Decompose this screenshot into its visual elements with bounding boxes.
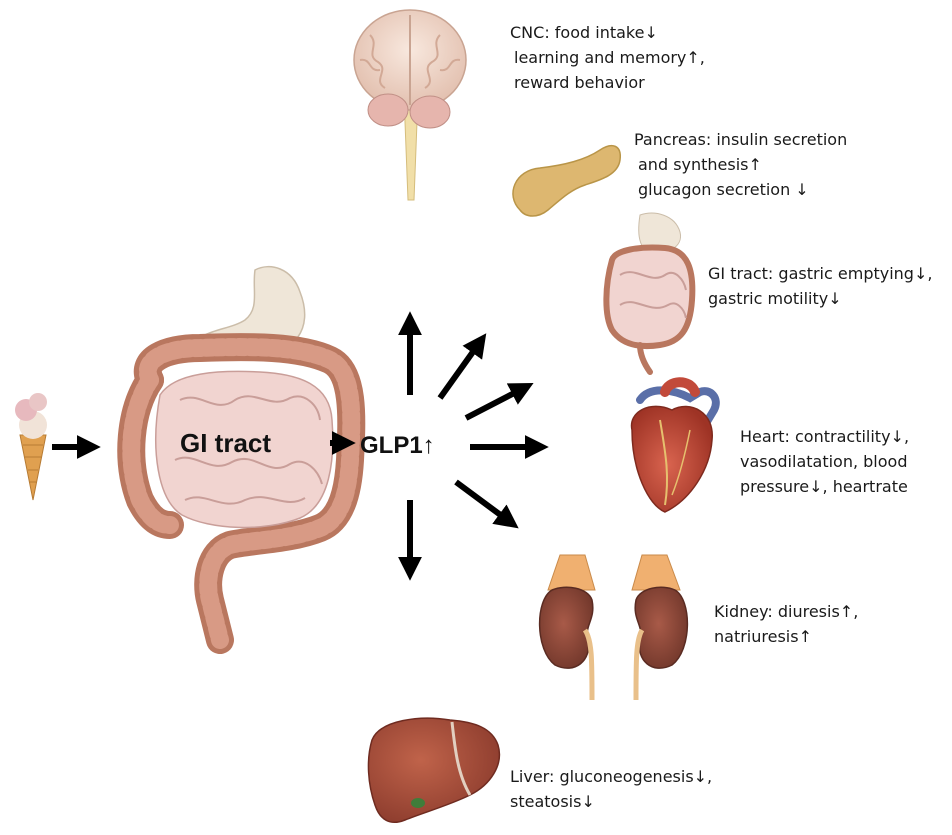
label-pancreas-line-1: Pancreas: insulin secretion xyxy=(634,130,847,149)
label-gi: GI tract: gastric emptying↓, gastric mot… xyxy=(708,264,932,308)
ice-cream-icon xyxy=(15,393,47,500)
label-cnc-line-2: learning and memory↑, xyxy=(514,48,705,67)
arrow-to-pancreas xyxy=(440,342,480,398)
arrow-to-gi xyxy=(466,388,524,418)
label-heart-line-2: vasodilatation, blood xyxy=(740,452,907,471)
pancreas-illustration xyxy=(513,146,620,216)
label-gi-line-2: gastric motility↓ xyxy=(708,289,842,308)
label-heart: Heart: contractility↓, vasodilatation, b… xyxy=(740,427,909,496)
label-heart-line-3: pressure↓, heartrate xyxy=(740,477,908,496)
label-pancreas: Pancreas: insulin secretion and synthesi… xyxy=(634,130,847,199)
arrow-to-kidney xyxy=(456,482,510,522)
small-gi-tract-illustration xyxy=(606,213,692,372)
label-pancreas-line-2: and synthesis↑ xyxy=(638,155,762,174)
label-cnc-line-1: CNC: food intake↓ xyxy=(510,23,658,42)
label-liver-line-1: Liver: gluconeogenesis↓, xyxy=(510,767,712,786)
glp1-label: GLP1↑ xyxy=(360,432,435,459)
label-pancreas-line-3: glucagon secretion ↓ xyxy=(638,180,809,199)
label-heart-line-1: Heart: contractility↓, xyxy=(740,427,909,446)
kidneys-illustration xyxy=(540,555,688,700)
label-liver: Liver: gluconeogenesis↓, steatosis↓ xyxy=(510,767,712,811)
label-cnc: CNC: food intake↓ learning and memory↑, … xyxy=(510,23,705,92)
label-kidney-line-2: natriuresis↑ xyxy=(714,627,812,646)
liver-illustration xyxy=(368,718,499,822)
brain-illustration xyxy=(354,10,466,200)
gi-tract-label: GI tract xyxy=(180,428,271,458)
label-gi-line-1: GI tract: gastric emptying↓, xyxy=(708,264,932,283)
label-liver-line-2: steatosis↓ xyxy=(510,792,595,811)
label-kidney-line-1: Kidney: diuresis↑, xyxy=(714,602,858,621)
label-kidney: Kidney: diuresis↑, natriuresis↑ xyxy=(714,602,858,646)
label-cnc-line-3: reward behavior xyxy=(514,73,645,92)
heart-illustration xyxy=(632,382,716,512)
